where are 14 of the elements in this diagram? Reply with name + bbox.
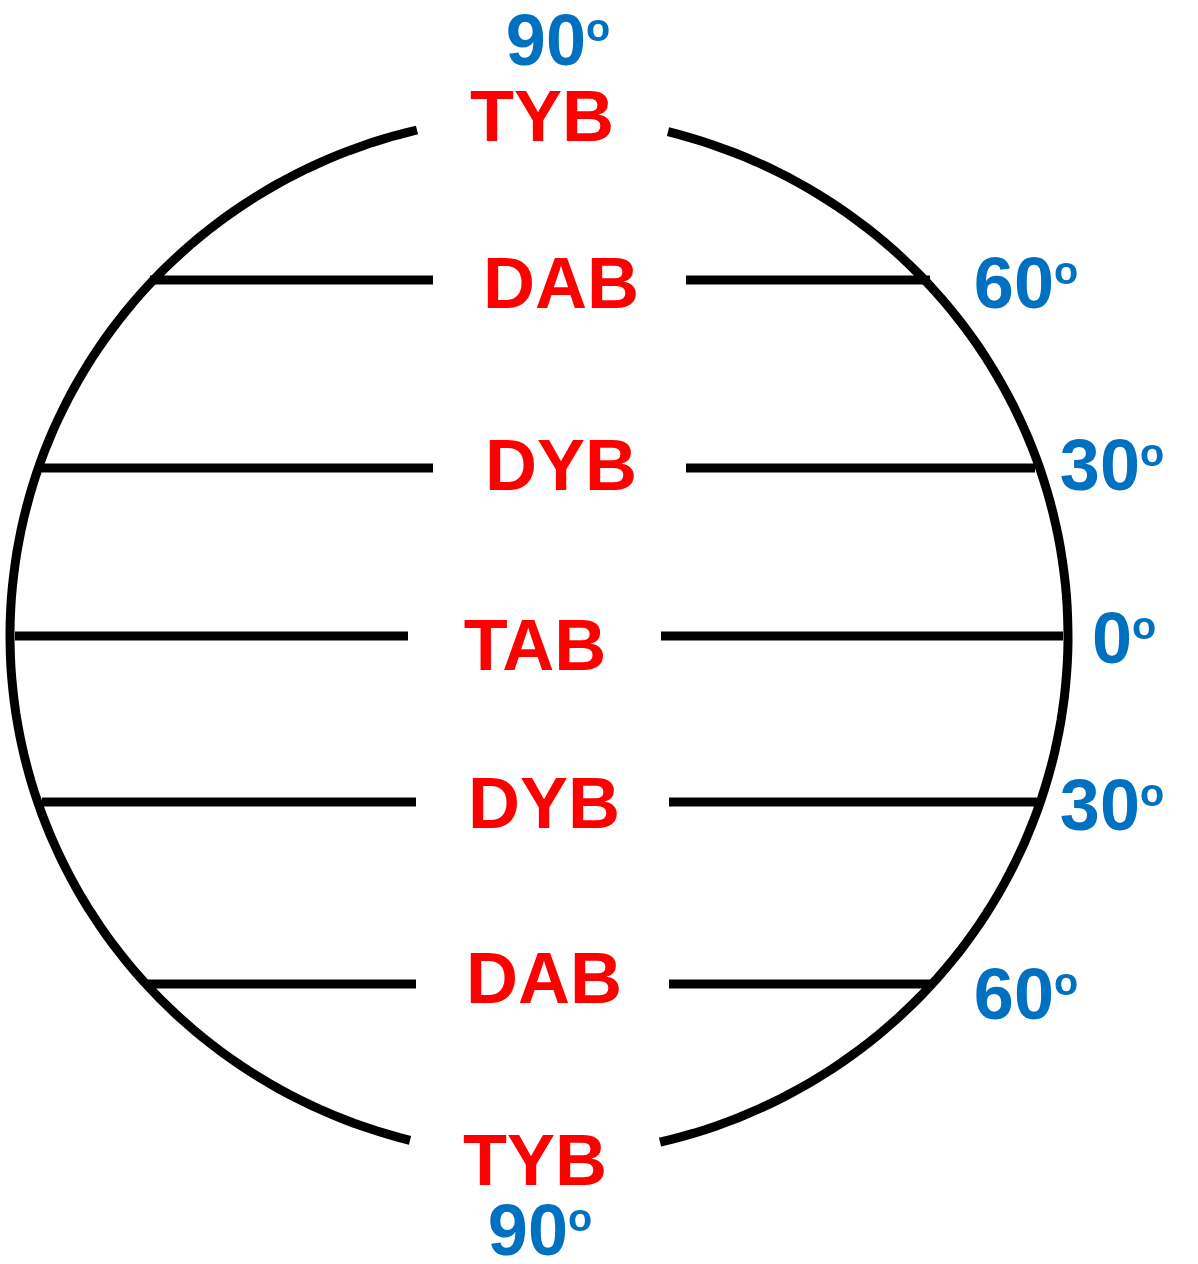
latitude-degree-label: 90$^{o}$ (487, 1194, 593, 1264)
zone-label: DAB (466, 942, 622, 1014)
zone-label: TAB (463, 609, 607, 681)
zone-label: TYB (470, 80, 614, 152)
zone-label: DYB (485, 429, 637, 501)
latitude-degree-label: 60$^{o}$ (973, 958, 1079, 1030)
latitude-degree-label: 90$^{o}$ (505, 4, 611, 76)
zone-label: DYB (468, 767, 620, 839)
zone-label: DAB (483, 247, 639, 319)
latitude-degree-label: 60$^{o}$ (973, 247, 1079, 319)
zone-label: TYB (463, 1124, 607, 1196)
latitude-degree-label: 30$^{o}$ (1059, 429, 1165, 501)
latitude-degree-label: 0$^{o}$ (1091, 602, 1157, 674)
latitude-degree-label: 30$^{o}$ (1059, 769, 1165, 841)
